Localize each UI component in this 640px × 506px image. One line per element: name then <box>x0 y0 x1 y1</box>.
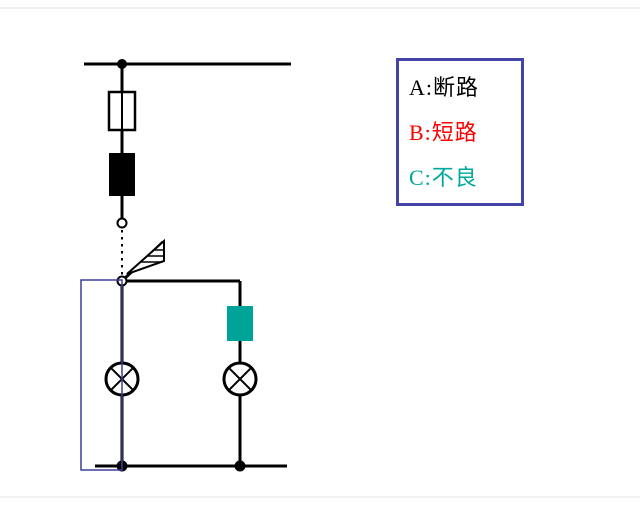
teal-component-icon <box>227 306 253 341</box>
lamp-right-icon <box>222 361 258 397</box>
legend-item-b-short-circuit: B:短路 <box>409 119 478 145</box>
highlight-rectangle <box>80 279 123 471</box>
black-component-icon <box>109 153 135 196</box>
knife-switch-icon <box>120 238 165 283</box>
legend-item-a-open-circuit: A:断路 <box>409 74 480 100</box>
lamp-right-cross-2 <box>227 366 253 392</box>
bottom-junction-dot-right <box>234 460 246 472</box>
switch-contact-circle <box>116 217 128 229</box>
fuse-icon <box>107 90 137 132</box>
switch-handle-flag <box>126 238 165 275</box>
fault-legend-box: A:断路 B:短路 C:不良 <box>396 58 524 206</box>
legend-item-c-poor-contact: C:不良 <box>409 165 478 191</box>
